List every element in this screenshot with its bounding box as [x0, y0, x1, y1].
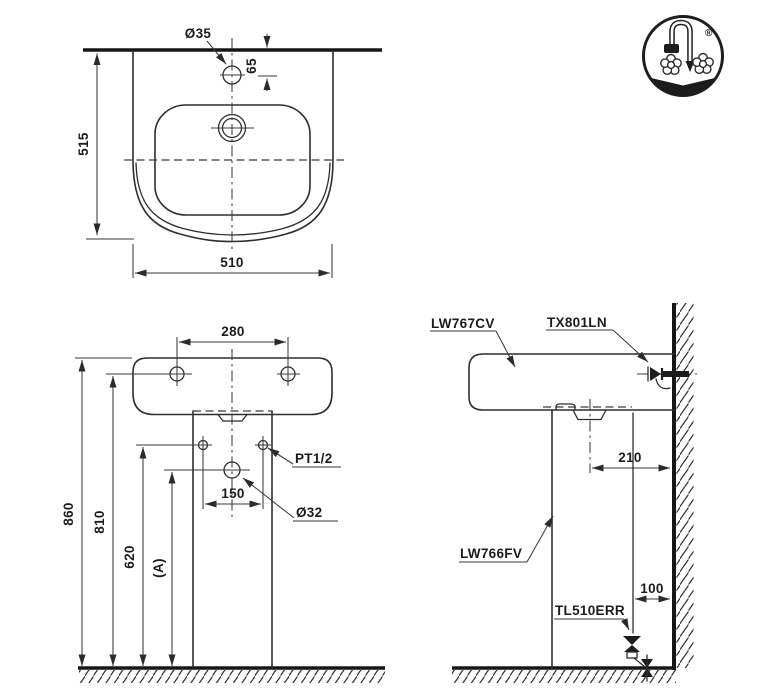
drain-trap-icon: [623, 636, 653, 682]
label-supply-thread: PT1/2: [295, 451, 333, 466]
drain-notch: [217, 413, 248, 422]
dim-bolt-height: 810: [92, 510, 107, 533]
label-drain-diameter: Ø32: [296, 505, 322, 520]
label-trap-code: TL510ERR: [555, 603, 625, 618]
dim-outlet-to-wall: 100: [640, 581, 663, 596]
dim-faucet-hole-diameter: Ø35: [185, 26, 212, 41]
dim-supply-spacing: 150: [221, 486, 244, 501]
flower-handle-right: [692, 52, 714, 75]
flower-handle-left: [660, 53, 682, 76]
floor-hatching: [79, 670, 385, 683]
label-valve-code: TX801LN: [547, 315, 607, 330]
dim-supply-height: 620: [122, 545, 137, 568]
basin-front-view: 515 510 Ø35 65: [76, 26, 382, 278]
dim-basin-width: 510: [220, 255, 243, 270]
supply-valve-icon: [637, 366, 697, 390]
dim-overall-height: 860: [61, 502, 76, 525]
basin-outline: [132, 357, 333, 416]
pedestal-front-view: 280 150 860 810 620 (A): [61, 324, 385, 683]
side-installation-view: 210 100 LW767CV TX801: [430, 303, 697, 683]
registered-mark: ®: [705, 28, 713, 39]
dim-basin-height: 515: [76, 132, 91, 156]
label-pedestal-code: LW766FV: [460, 546, 522, 561]
label-lavatory-code: LW767CV: [431, 316, 495, 331]
basin-apron-line: [135, 162, 331, 236]
dim-trap-to-wall: 210: [618, 450, 641, 465]
trap-boss: [572, 409, 607, 421]
overflow-boss: [555, 403, 576, 411]
wall-hatching: [676, 303, 694, 668]
dim-hole-offset: 65: [244, 58, 259, 74]
basin-outline: [132, 50, 334, 243]
dim-bolt-spacing: 280: [221, 324, 244, 339]
basin-profile: [468, 353, 675, 411]
dim-drain-height: (A): [151, 558, 166, 578]
floor-hatching: [452, 670, 676, 683]
faucet-logo-icon: ®: [642, 15, 724, 97]
